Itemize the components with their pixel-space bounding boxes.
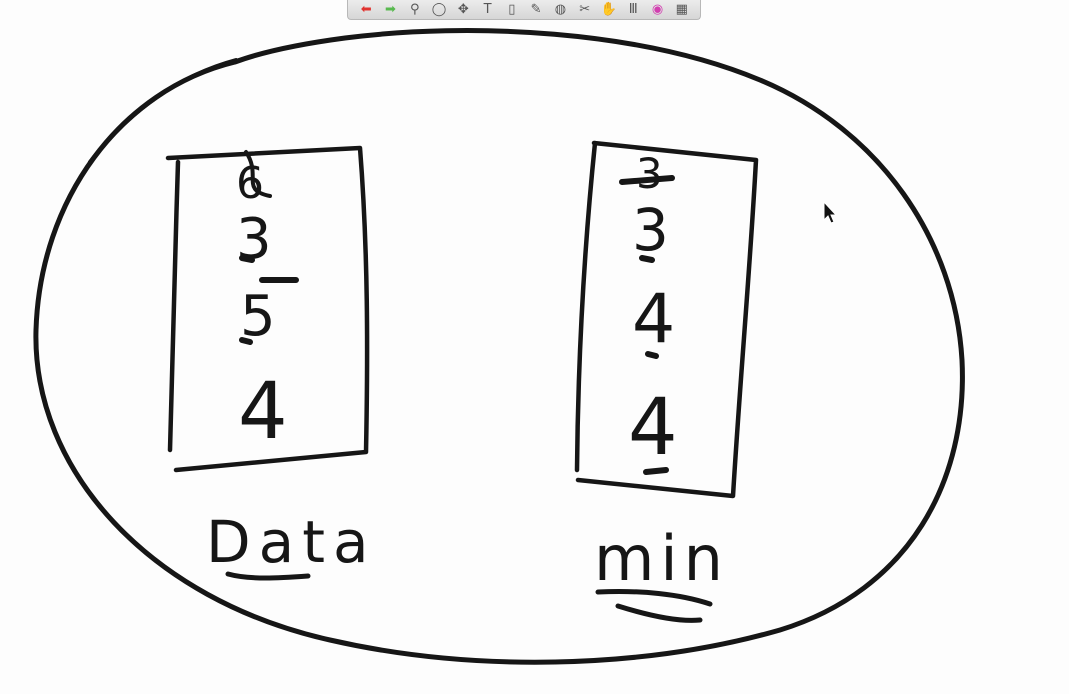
right-value-0: 3 [636,149,663,198]
mouse-cursor-icon [823,200,838,224]
text-icon[interactable]: T [483,2,492,17]
right-value-1: 3 [632,196,669,264]
redo-icon[interactable]: ➡ [384,2,396,17]
eraser-icon[interactable]: ✂ [579,2,591,17]
globe-icon[interactable]: ◍ [554,2,567,17]
left-crossout [244,150,272,198]
zoom-icon[interactable]: ⚲ [409,2,420,17]
right-strike-marks [619,175,675,475]
left-value-3: 4 [238,367,288,457]
move-icon[interactable]: ✥ [457,2,469,17]
right-box-outline [574,140,759,499]
min-underline [595,589,713,623]
hand-icon[interactable]: ✋ [600,2,618,17]
pen-icon[interactable]: ✎ [530,2,542,17]
left-strike-marks [239,255,299,345]
shape-icon[interactable]: ▯ [508,2,516,17]
color-wheel-icon[interactable]: ◉ [651,2,664,17]
ellipse-overstroke [88,58,238,164]
lasso-icon[interactable]: ◯ [431,2,447,17]
undo-icon[interactable]: ⬅ [360,2,372,17]
right-value-2: 4 [632,280,675,359]
brush-icon[interactable]: Ⅲ [628,2,638,17]
left-box-outline [165,145,370,473]
data-label: Data [206,508,377,576]
right-value-3: 4 [628,383,678,473]
grid-icon[interactable]: ▦ [675,2,688,17]
drawing-toolbar: ⬅ ➡ ⚲ ◯ ✥ T ▯ ✎ ◍ ✂ ✋ Ⅲ ◉ ▦ [347,0,701,20]
enclosing-ellipse [33,28,965,665]
min-label: min [594,522,729,595]
data-underline [225,571,311,581]
